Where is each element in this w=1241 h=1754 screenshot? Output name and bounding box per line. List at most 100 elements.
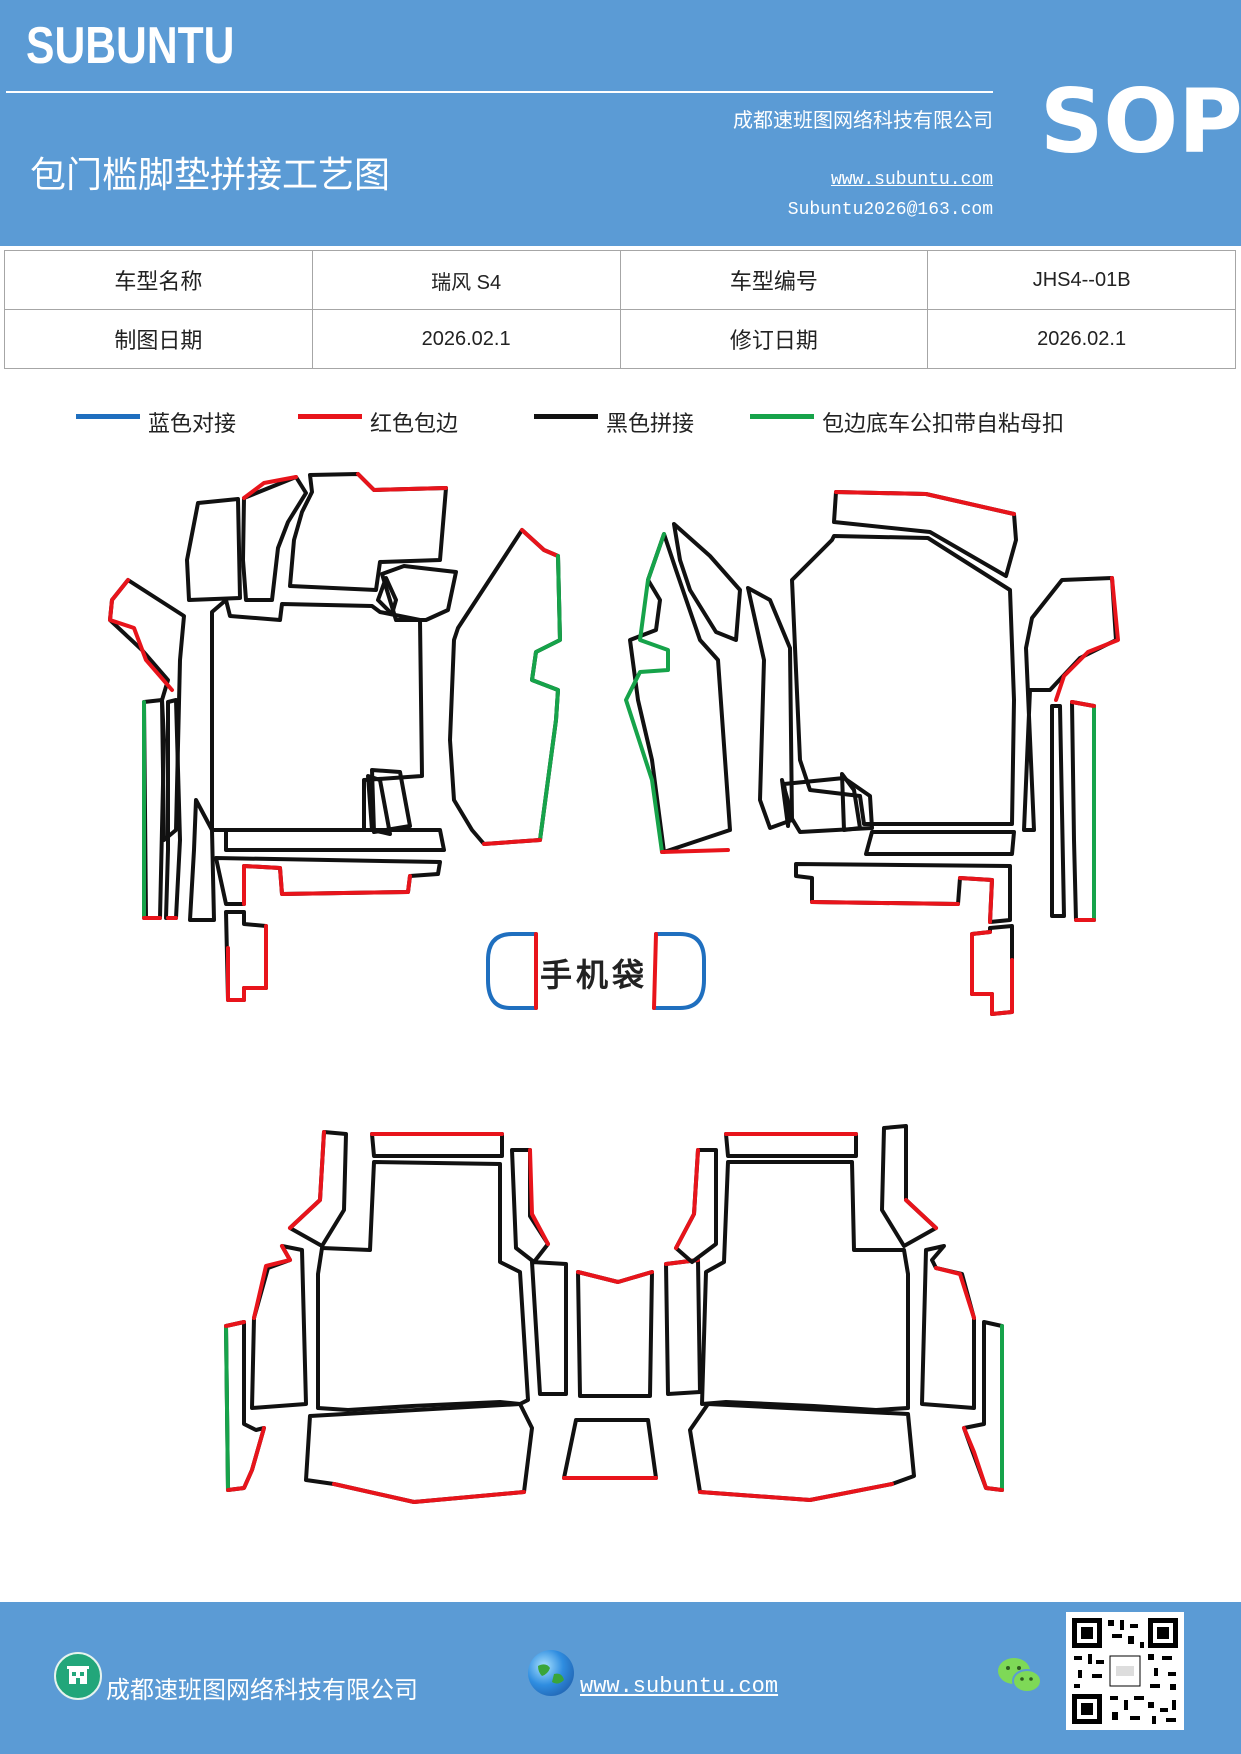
model-no-value: JHS4--01B: [927, 250, 1236, 310]
legend-label: 红色包边: [370, 412, 459, 437]
mat-piece: [370, 1132, 504, 1158]
mat-piece: [224, 828, 446, 852]
mat-piece: [562, 1418, 658, 1480]
mat-piece-red-edge: [482, 838, 542, 846]
mat-piece: [672, 522, 742, 642]
mat-piece: [530, 1260, 568, 1396]
model-name-label: 车型名称: [4, 250, 313, 310]
mat-piece: [790, 534, 1016, 826]
qr-code-pattern: [1072, 1618, 1178, 1724]
qr-code: [1066, 1612, 1184, 1730]
mat-piece-red-edge: [904, 1198, 938, 1230]
mat-piece: [366, 774, 392, 836]
rear-mat-group: [224, 1124, 1004, 1504]
legend-label: 包边底车公扣带自粘母扣: [822, 412, 1065, 437]
mat-piece-red-edge: [1070, 700, 1096, 922]
phone-bag-label: 手机袋: [540, 956, 648, 994]
mat-piece-red-edge: [674, 1148, 700, 1250]
website-link[interactable]: www.subuntu.com: [830, 170, 993, 190]
phone-bag-right: [652, 932, 706, 1010]
legend-swatch-green: [750, 413, 814, 419]
mat-piece-red-edge: [252, 1244, 292, 1320]
phone-bag-right-edge: [652, 932, 658, 1010]
mat-piece-red-edge: [576, 1270, 654, 1284]
legend-item-black: 黑色拼接: [534, 402, 694, 442]
legend-item-blue: 蓝色对接: [76, 402, 236, 442]
draw-date-value: 2026.02.1: [311, 309, 621, 369]
globe-icon: [528, 1650, 574, 1696]
mat-piece: [164, 698, 182, 920]
draw-date-label: 制图日期: [4, 309, 313, 369]
footer-banner: 成都速班图网络科技有限公司 www.subuntu.com: [0, 1602, 1241, 1754]
mat-piece: [380, 564, 458, 622]
legend-label: 黑色拼接: [606, 412, 695, 437]
front-left-mat-group: [108, 472, 562, 1002]
mat-piece: [664, 1258, 702, 1396]
sop-badge: SOP: [1040, 70, 1241, 173]
mat-piece-red-edge: [528, 1148, 550, 1246]
building-icon: [54, 1652, 102, 1700]
mat-piece-red-edge: [242, 475, 298, 500]
phone-bag-left: [486, 932, 538, 1010]
mat-piece: [108, 578, 186, 842]
legend-swatch-red: [298, 413, 362, 419]
mat-piece-red-edge: [962, 1426, 1004, 1492]
mat-piece: [780, 778, 792, 828]
company-name: 成都速班图网络科技有限公司: [733, 108, 993, 132]
mat-piece: [724, 1132, 858, 1158]
mat-piece-red-edge: [698, 1482, 894, 1502]
mat-piece-green-edge: [624, 532, 670, 854]
mat-piece-red-edge: [1054, 576, 1120, 702]
wechat-icon: [996, 1654, 1044, 1698]
mat-piece: [185, 497, 242, 602]
table-row: 车型名称 瑞风 S4 车型编号 JHS4--01B: [4, 250, 1236, 310]
mat-piece-red-edge: [810, 876, 994, 924]
mat-piece: [288, 472, 448, 592]
mat-piece: [1022, 576, 1118, 832]
mat-piece: [250, 1244, 308, 1410]
legend-label: 蓝色对接: [148, 412, 237, 437]
mat-piece-green-edge: [224, 1324, 230, 1492]
legend-swatch-black: [534, 413, 598, 419]
table-row: 制图日期 2026.02.1 修订日期 2026.02.1: [4, 309, 1236, 369]
mat-piece-red-edge: [660, 848, 730, 854]
mat-piece: [370, 768, 412, 834]
mat-piece: [832, 490, 1018, 578]
mat-piece: [628, 532, 732, 854]
header-divider: [6, 91, 993, 93]
mat-piece-red-edge: [224, 1320, 266, 1492]
revise-date-value: 2026.02.1: [927, 309, 1236, 369]
mat-piece: [794, 862, 1012, 924]
front-right-mat-group: [624, 490, 1120, 1016]
legend-item-green: 包边底车公扣带自粘母扣: [750, 402, 1064, 442]
mat-piece-red-edge: [934, 1266, 976, 1320]
mat-piece: [210, 598, 424, 832]
mat-piece-red-edge: [520, 528, 560, 558]
mat-piece-red-edge: [332, 1482, 526, 1504]
header-banner: SUBUNTU 成都速班图网络科技有限公司 包门槛脚垫拼接工艺图 www.sub…: [0, 0, 1241, 246]
model-name-value: 瑞风 S4: [311, 250, 621, 310]
mat-piece: [576, 1270, 654, 1398]
info-table: 车型名称 瑞风 S4 车型编号 JHS4--01B 制图日期 2026.02.1…: [4, 250, 1236, 369]
brand-logo: SUBUNTU: [26, 17, 235, 75]
mat-piece-red-edge: [970, 930, 1014, 1016]
legend: 蓝色对接 红色包边 黑色拼接 包边底车公扣带自粘母扣: [0, 402, 1241, 442]
mat-piece-green-edge: [530, 554, 562, 842]
revise-date-label: 修订日期: [619, 309, 929, 369]
legend-item-red: 红色包边: [298, 402, 458, 442]
mat-piece: [1050, 704, 1066, 918]
mat-piece: [188, 798, 216, 922]
legend-swatch-blue: [76, 413, 140, 419]
mat-piece-red-edge: [108, 578, 174, 692]
mat-piece: [241, 475, 308, 602]
mat-piece: [376, 576, 398, 616]
footer-website-link[interactable]: www.subuntu.com: [580, 1674, 779, 1699]
footer-company: 成都速班图网络科技有限公司: [106, 1676, 418, 1704]
mat-piece-red-edge: [834, 490, 1016, 516]
mat-piece: [448, 528, 562, 846]
model-no-label: 车型编号: [619, 250, 929, 310]
mat-piece: [864, 830, 1016, 856]
mat-piece-red-edge: [288, 1130, 326, 1230]
email-address: Subuntu2026@163.com: [787, 200, 993, 220]
mat-piece: [316, 1160, 530, 1412]
